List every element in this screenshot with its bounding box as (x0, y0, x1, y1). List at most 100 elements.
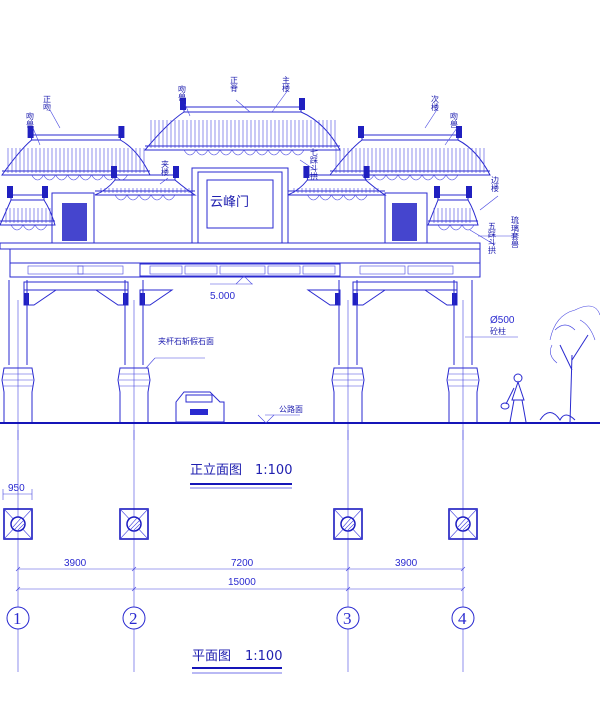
axis-bubble (122, 606, 146, 630)
height-mark: 5.000 (210, 275, 253, 302)
svg-text:琉璃套兽: 琉璃套兽 (511, 215, 520, 249)
column-4 (446, 280, 480, 440)
leader-line (479, 195, 499, 211)
gate-name: 云峰门 (210, 195, 249, 210)
svg-text:七踩斗拱: 七踩斗拱 (310, 148, 319, 181)
axis-label: 2 (129, 609, 138, 628)
beam-panel (267, 265, 301, 275)
ridge-beast-icon (358, 126, 364, 138)
axis-label: 1 (13, 609, 22, 628)
svg-text:夹楼: 夹楼 (161, 159, 170, 177)
svg-text:正吻: 正吻 (43, 95, 52, 112)
ridge-beast-icon (180, 98, 186, 110)
span-dim-2: 7200 (231, 558, 254, 569)
left-clip-roof (94, 166, 197, 201)
beam-panels (27, 265, 454, 275)
plan-view: 950 1 2 3 4 15000 3900 7200 3900 (2, 430, 478, 672)
ridge-beast-icon (173, 166, 179, 178)
beam-panel (149, 265, 183, 275)
column-1 (1, 280, 35, 440)
ridge-beast-icon (303, 166, 310, 178)
axis-bubble (336, 606, 360, 630)
svg-text:次楼: 次楼 (431, 94, 440, 112)
svg-text:夹杆石斩假石面: 夹杆石斩假石面 (158, 336, 214, 346)
beam-panel (184, 265, 218, 275)
ridge-beast-icon (118, 126, 125, 138)
leader-line (299, 159, 316, 171)
brackets (23, 289, 458, 306)
axis-bubble (451, 606, 475, 630)
bracket-block (353, 293, 358, 305)
total-dim: 15000 (228, 577, 256, 588)
ridge-beast-icon (7, 186, 13, 198)
beam-panel (407, 265, 454, 275)
svg-text:吻兽: 吻兽 (178, 84, 187, 102)
ridge-beast-icon (434, 186, 440, 198)
leader-line (424, 107, 439, 129)
leader-line (159, 177, 169, 185)
right-side-roof (427, 186, 479, 231)
leader-line (235, 99, 251, 113)
column-base-plan (448, 508, 478, 540)
column-base-plan (119, 508, 149, 540)
ridge-beast-icon (466, 186, 472, 198)
columns (1, 280, 480, 440)
span-dim-1: 3900 (64, 558, 87, 569)
tree-figure (539, 305, 600, 424)
svg-text:五踩斗拱: 五踩斗拱 (488, 222, 497, 255)
ridge-beast-icon (299, 98, 305, 110)
axis-bubble (6, 606, 30, 630)
svg-text:950: 950 (8, 483, 25, 494)
roofs (0, 89, 518, 246)
span-dim-3: 3900 (395, 558, 418, 569)
ridge-beast-icon (111, 166, 117, 178)
beam-panel (219, 265, 266, 275)
leader-line (444, 127, 458, 146)
svg-text:Ø500: Ø500 (490, 315, 515, 326)
leader-line (271, 89, 289, 113)
svg-text:5.000: 5.000 (210, 291, 235, 302)
left-side-roof (0, 186, 56, 231)
ridge-beast-icon (42, 186, 48, 198)
leader-line (184, 103, 191, 117)
main-roof (143, 98, 341, 156)
leader-line (49, 109, 61, 129)
axis-label: 3 (343, 609, 352, 628)
svg-text:主楼: 主楼 (282, 75, 291, 93)
right-secondary-roof (328, 126, 491, 181)
ridge-beast-icon (27, 126, 34, 138)
beam-panel (77, 265, 124, 275)
elevation-title: 正立面图 1:100 (190, 463, 292, 489)
column-2 (117, 280, 151, 440)
column-base-plan (333, 508, 363, 540)
column-spec: Ø500 砼柱 (465, 315, 518, 338)
beam-panel (302, 265, 336, 275)
column-base-plan (3, 508, 33, 540)
roof-labels: 主楼 正脊 吻兽 正吻 吻兽 次楼 吻兽 夹楼 七踩斗拱 边楼 琉璃套兽 五踩斗… (26, 75, 520, 255)
car-figure (175, 391, 225, 423)
road-mark: 公路面 (257, 404, 303, 424)
svg-text:公路面: 公路面 (279, 404, 303, 414)
beam-panel (27, 265, 84, 275)
person-figure (500, 373, 527, 423)
svg-text:边楼: 边楼 (491, 175, 500, 193)
svg-text:1:100: 1:100 (255, 463, 292, 478)
base-width-dim: 950 (2, 483, 33, 500)
axis-label: 4 (458, 609, 467, 628)
ridge-beast-icon (363, 166, 370, 178)
ridge-beast-icon (456, 126, 462, 138)
svg-text:1:100: 1:100 (245, 649, 282, 664)
svg-text:吻兽: 吻兽 (26, 111, 35, 129)
svg-text:正脊: 正脊 (230, 76, 239, 93)
carved-panels (51, 192, 428, 244)
left-secondary-roof (1, 126, 151, 181)
bracket-block (335, 293, 340, 305)
svg-text:正立面图: 正立面图 (190, 463, 242, 478)
svg-text:砼柱: 砼柱 (490, 326, 506, 336)
plan-title: 平面图 1:100 (192, 649, 282, 674)
svg-text:平面图: 平面图 (192, 649, 231, 664)
svg-text:吻兽: 吻兽 (450, 111, 459, 129)
beam-panel (359, 265, 406, 275)
leader-line (32, 127, 41, 146)
